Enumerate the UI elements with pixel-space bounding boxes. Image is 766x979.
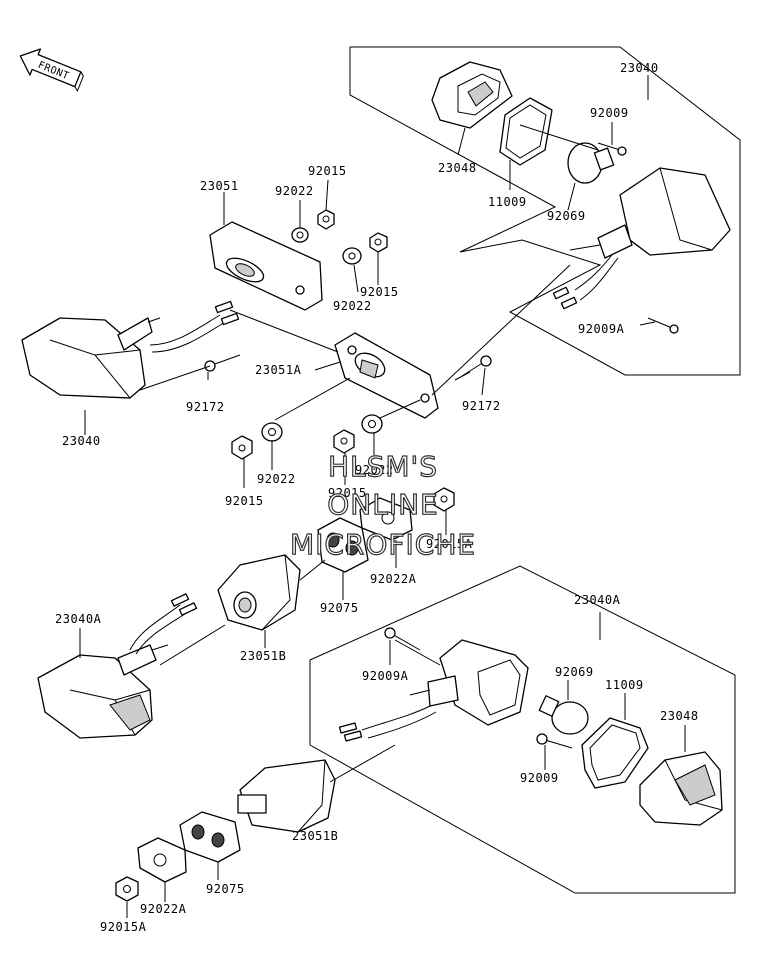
nut-92015A-bottom: [115, 876, 139, 902]
label-23048-top[interactable]: 23048: [438, 161, 477, 175]
label-92022-d[interactable]: 92022: [355, 463, 394, 477]
label-92015-b[interactable]: 92015: [360, 285, 399, 299]
gasket-11009-bottom: [581, 717, 649, 789]
label-92009-bottom[interactable]: 92009: [520, 771, 559, 785]
label-23051[interactable]: 23051: [200, 179, 239, 193]
assembly-lines: [139, 124, 599, 783]
assembly-outline-top: [349, 46, 741, 376]
label-92022A-bottom[interactable]: 92022A: [140, 902, 187, 916]
screw-92009A-bottom: [384, 627, 421, 651]
gasket-11009-top: [499, 97, 553, 166]
front-arrow: FRONT: [19, 48, 84, 93]
bulb-92069-bottom: [538, 695, 589, 735]
signal-23040-top-right: [552, 167, 731, 310]
label-11009-bottom[interactable]: 11009: [605, 678, 644, 692]
label-23040A-right[interactable]: 23040A: [574, 593, 621, 607]
part-labels: 23040 92009 23048 11009 92069 92009A 230…: [55, 61, 699, 934]
lens-23048-bottom: [639, 751, 723, 826]
label-92172-right[interactable]: 92172: [462, 399, 501, 413]
label-92069-top[interactable]: 92069: [547, 209, 586, 223]
washer-92022-d: [361, 414, 383, 434]
screw-92172-right: [461, 355, 492, 377]
nut-92015-c: [231, 435, 253, 460]
watermark-line-3: MICROFICHE: [290, 528, 476, 561]
label-92015-d[interactable]: 92015: [328, 486, 367, 500]
signal-23040-left: [21, 300, 240, 399]
label-92172-left[interactable]: 92172: [186, 400, 225, 414]
label-92015-a[interactable]: 92015: [308, 164, 347, 178]
label-92015A-bottom[interactable]: 92015A: [100, 920, 147, 934]
nut-92015-a: [317, 209, 335, 230]
leader-lines: [79, 75, 686, 918]
label-92022-c[interactable]: 92022: [257, 472, 296, 486]
rubber-92075-mid: [317, 517, 369, 573]
screw-92009A-top: [647, 317, 679, 334]
signal-23040A-right: [338, 639, 529, 742]
screw-92009-bottom: [536, 733, 573, 749]
label-23051B-bottom[interactable]: 23051B: [292, 829, 338, 843]
label-92015-c[interactable]: 92015: [225, 494, 264, 508]
bulb-92069-top: [567, 142, 615, 184]
label-23048-bottom[interactable]: 23048: [660, 709, 699, 723]
watermark-line-2: ONLINE: [327, 488, 438, 521]
nut-92015A-mid: [433, 487, 455, 512]
label-92015A-mid[interactable]: 92015A: [426, 537, 473, 551]
label-92009A-top[interactable]: 92009A: [578, 322, 625, 336]
label-23040A-left[interactable]: 23040A: [55, 612, 102, 626]
label-92075-mid[interactable]: 92075: [320, 601, 359, 615]
bracket-23051: [209, 221, 323, 311]
label-11009-top[interactable]: 11009: [488, 195, 527, 209]
washer-92022-a: [291, 227, 309, 243]
rubber-92075-bottom: [179, 811, 241, 863]
label-23040-left[interactable]: 23040: [62, 434, 101, 448]
watermark-line-1: HLSM'S: [328, 450, 438, 483]
label-92022-b[interactable]: 92022: [333, 299, 372, 313]
washer-92022-c: [261, 422, 283, 442]
label-92009-top[interactable]: 92009: [590, 106, 629, 120]
nut-92015-d: [333, 429, 355, 454]
screw-92009-top: [597, 142, 627, 156]
bracket-23051B-mid: [217, 554, 301, 631]
plate-92022A-bottom: [137, 837, 187, 883]
bracket-23051B-bottom: [237, 759, 336, 833]
washer-92022-b: [342, 247, 362, 265]
label-23051B-mid[interactable]: 23051B: [240, 649, 286, 663]
bracket-23051A: [334, 332, 439, 419]
lens-23048-top: [431, 61, 513, 129]
nut-92015-b: [369, 232, 388, 253]
screw-92172-left: [204, 354, 241, 372]
assembly-outline-bottom: [309, 565, 736, 894]
label-92009A-bottom[interactable]: 92009A: [362, 669, 409, 683]
label-92069-bottom[interactable]: 92069: [555, 665, 594, 679]
watermark: HLSM'S ONLINE MICROFICHE: [289, 449, 476, 561]
signal-23040A-left: [37, 593, 198, 739]
label-23040-top[interactable]: 23040: [620, 61, 659, 75]
label-23051A[interactable]: 23051A: [255, 363, 302, 377]
label-92022A-mid[interactable]: 92022A: [370, 572, 417, 586]
label-92075-bottom[interactable]: 92075: [206, 882, 245, 896]
label-92022-a[interactable]: 92022: [275, 184, 314, 198]
